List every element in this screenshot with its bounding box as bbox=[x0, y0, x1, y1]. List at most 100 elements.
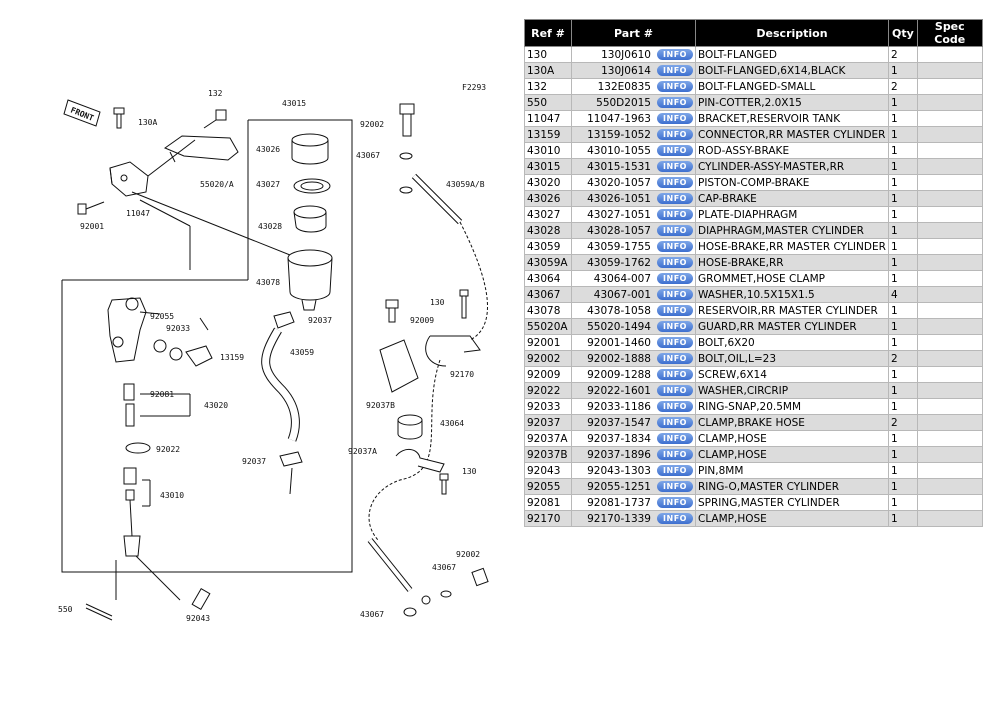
info-button[interactable]: INFO bbox=[657, 193, 693, 204]
ref-cell: 43059 bbox=[524, 238, 572, 255]
spec-code-cell bbox=[916, 190, 983, 207]
info-button[interactable]: INFO bbox=[657, 177, 693, 188]
spec-code-cell bbox=[916, 142, 983, 159]
part-label: 92055 bbox=[150, 312, 174, 321]
info-button[interactable]: INFO bbox=[657, 481, 693, 492]
info-button[interactable]: INFO bbox=[657, 241, 693, 252]
info-button[interactable]: INFO bbox=[657, 433, 693, 444]
part-number: 43010-1055 bbox=[587, 144, 651, 157]
spring-icon bbox=[123, 383, 135, 427]
info-button[interactable]: INFO bbox=[657, 161, 693, 172]
pin-icon bbox=[191, 588, 211, 610]
front-arrow-icon bbox=[63, 99, 101, 127]
figure-code: F2293 bbox=[462, 83, 486, 92]
part-label: 92037 bbox=[308, 316, 332, 325]
info-button[interactable]: INFO bbox=[657, 337, 693, 348]
bracket-icon bbox=[109, 161, 149, 197]
info-button[interactable]: INFO bbox=[657, 417, 693, 428]
guard-icon bbox=[163, 135, 239, 163]
header-qty: Qty bbox=[888, 19, 918, 47]
washer-icon bbox=[440, 590, 452, 598]
info-button[interactable]: INFO bbox=[657, 257, 693, 268]
info-button[interactable]: INFO bbox=[657, 81, 693, 92]
info-button[interactable]: INFO bbox=[657, 449, 693, 460]
part-label: 13159 bbox=[220, 353, 244, 362]
spec-code-cell bbox=[916, 78, 983, 95]
part-number: 43059-1755 bbox=[587, 240, 651, 253]
part-number: 92022-1601 bbox=[587, 384, 651, 397]
part-label: 92001 bbox=[80, 222, 104, 231]
info-button[interactable]: INFO bbox=[657, 321, 693, 332]
qty-cell: 1 bbox=[888, 142, 918, 159]
info-button[interactable]: INFO bbox=[657, 369, 693, 380]
part-label: 43027 bbox=[256, 180, 280, 189]
info-button[interactable]: INFO bbox=[657, 145, 693, 156]
qty-cell: 1 bbox=[888, 398, 918, 415]
ref-cell: 92037A bbox=[524, 430, 572, 447]
part-label: 92033 bbox=[166, 324, 190, 333]
info-button[interactable]: INFO bbox=[657, 497, 693, 508]
description-cell: PIN,8MM bbox=[695, 462, 889, 479]
ref-cell: 43028 bbox=[524, 222, 572, 239]
qty-cell: 1 bbox=[888, 318, 918, 335]
brake-hose-icon bbox=[368, 221, 488, 541]
info-button[interactable]: INFO bbox=[657, 401, 693, 412]
part-label: 92170 bbox=[450, 370, 474, 379]
spec-code-cell bbox=[916, 494, 983, 511]
info-button[interactable]: INFO bbox=[657, 129, 693, 140]
part-number: 550D2015 bbox=[596, 96, 651, 109]
info-button[interactable]: INFO bbox=[657, 49, 693, 60]
part-label: 55020/A bbox=[200, 180, 234, 189]
spec-code-cell bbox=[916, 334, 983, 351]
part-label: 92009 bbox=[410, 316, 434, 325]
info-button[interactable]: INFO bbox=[657, 465, 693, 476]
info-button[interactable]: INFO bbox=[657, 273, 693, 284]
qty-cell: 1 bbox=[888, 206, 918, 223]
ref-cell: 43067 bbox=[524, 286, 572, 303]
spec-code-cell bbox=[916, 398, 983, 415]
spec-code-cell bbox=[916, 94, 983, 111]
rod-icon bbox=[123, 467, 141, 557]
ref-cell: 43027 bbox=[524, 206, 572, 223]
qty-cell: 1 bbox=[888, 62, 918, 79]
qty-cell: 2 bbox=[888, 78, 918, 95]
qty-cell: 1 bbox=[888, 366, 918, 383]
info-button[interactable]: INFO bbox=[657, 305, 693, 316]
qty-cell: 1 bbox=[888, 302, 918, 319]
info-button[interactable]: INFO bbox=[657, 385, 693, 396]
description-cell: GUARD,RR MASTER CYLINDER bbox=[695, 318, 889, 335]
info-button[interactable]: INFO bbox=[657, 65, 693, 76]
info-button[interactable]: INFO bbox=[657, 209, 693, 220]
part-number: 43027-1051 bbox=[587, 208, 651, 221]
part-number: 92002-1888 bbox=[587, 352, 651, 365]
ref-cell: 43010 bbox=[524, 142, 572, 159]
ref-cell: 130A bbox=[524, 62, 572, 79]
connector-icon bbox=[185, 317, 213, 367]
spec-code-cell bbox=[916, 126, 983, 143]
info-button[interactable]: INFO bbox=[657, 353, 693, 364]
plate-icon bbox=[293, 178, 331, 194]
header-part: Part # bbox=[571, 19, 696, 47]
ref-cell: 11047 bbox=[524, 110, 572, 127]
part-label: 92002 bbox=[360, 120, 384, 129]
info-button[interactable]: INFO bbox=[657, 113, 693, 124]
info-button[interactable]: INFO bbox=[657, 513, 693, 524]
bolt-icon bbox=[203, 109, 227, 129]
part-cell: 92022-1601 INFO bbox=[571, 382, 696, 399]
info-button[interactable]: INFO bbox=[657, 97, 693, 108]
ref-cell: 132 bbox=[524, 78, 572, 95]
info-button[interactable]: INFO bbox=[657, 289, 693, 300]
part-label: 92037B bbox=[366, 401, 395, 410]
info-button[interactable]: INFO bbox=[657, 225, 693, 236]
part-number: 92055-1251 bbox=[587, 480, 651, 493]
